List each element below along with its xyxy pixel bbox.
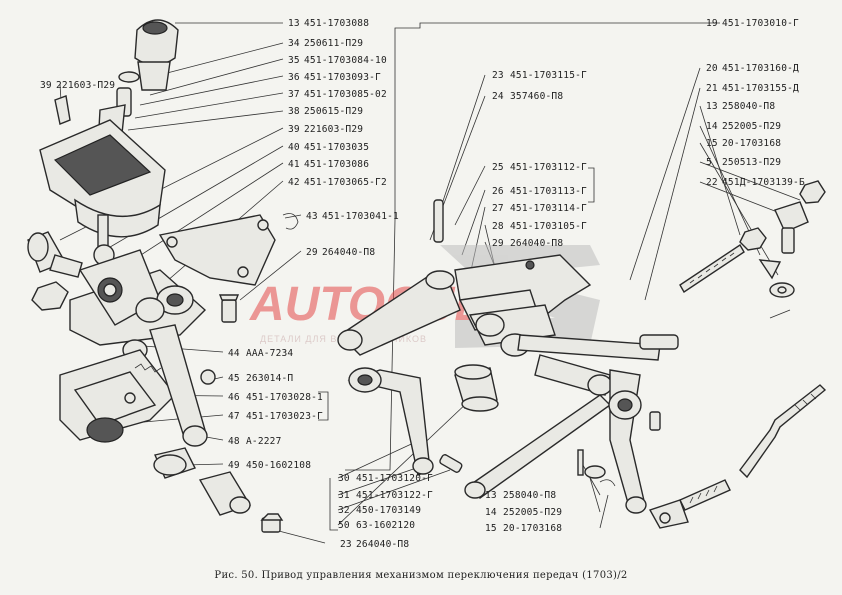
- label-code: 252005-П29: [503, 507, 562, 518]
- label-code: 451-1703041-1: [322, 211, 399, 222]
- label-num: 50: [338, 520, 350, 531]
- label-code: 252005-П29: [722, 121, 781, 132]
- label-num: 44: [228, 348, 240, 359]
- label-num: 15: [485, 523, 497, 534]
- label-num: 29: [306, 247, 318, 258]
- rod-assembly: [577, 180, 827, 529]
- label-code: 451-1703086: [304, 159, 369, 170]
- label-num: 38: [288, 106, 300, 117]
- label-code: 221603-П29: [304, 124, 363, 135]
- label-code: 221603-П29: [56, 80, 115, 91]
- label-num: 19: [706, 18, 718, 29]
- label-num: 32: [338, 505, 350, 516]
- label-code: 357460-П8: [510, 91, 563, 102]
- label-num: 39: [288, 124, 300, 135]
- label-num: 27: [492, 203, 504, 214]
- label-num: 13: [288, 18, 300, 29]
- label-code: 451-1703065-Г2: [304, 177, 387, 188]
- label-num: 14: [485, 507, 497, 518]
- label-code: 451-1703088: [304, 18, 369, 29]
- label-num: 36: [288, 72, 300, 83]
- label-code: 451-1703084-10: [304, 55, 387, 66]
- label-code: 451-1703028-1: [246, 392, 323, 403]
- label-code: 63-1602120: [356, 520, 415, 531]
- label-code: 450-1703149: [356, 505, 421, 516]
- label-code: 250611-П29: [304, 38, 363, 49]
- label-code: А-2227: [246, 436, 282, 447]
- label-code: 451-1703035: [304, 142, 369, 153]
- label-code: 250513-П29: [722, 157, 781, 168]
- label-code: 250615-П29: [304, 106, 363, 117]
- figure-caption: Рис. 50. Привод управления механизмом пе…: [214, 570, 627, 581]
- label-code: 264040-П8: [356, 539, 409, 550]
- label-num: 23: [492, 70, 504, 81]
- label-code: 451-1703112-Г: [510, 162, 587, 173]
- label-code: 451-1703093-Г: [304, 72, 381, 83]
- label-code: 258040-П8: [722, 101, 775, 112]
- label-code: 263014-П: [246, 373, 293, 384]
- label-num: 41: [288, 159, 300, 170]
- label-code: 451-1703155-Д: [722, 83, 799, 94]
- label-code: 264040-П8: [510, 238, 563, 249]
- label-code: 451-1703120-Г: [356, 473, 433, 484]
- label-num: 29: [492, 238, 504, 249]
- label-num: 43: [306, 211, 318, 222]
- label-code: 20-1703168: [722, 138, 781, 149]
- label-num: 26: [492, 186, 504, 197]
- label-code: 258040-П8: [503, 490, 556, 501]
- label-code: 20-1703168: [503, 523, 562, 534]
- label-code: 451-1703010-Г: [722, 18, 799, 29]
- label-num: 13: [485, 490, 497, 501]
- label-num: 28: [492, 221, 504, 232]
- shift-lever-assembly: [27, 19, 299, 533]
- label-num: 5: [706, 157, 712, 168]
- label-num: 21: [706, 83, 718, 94]
- label-num: 15: [706, 138, 718, 149]
- label-num: 13: [706, 101, 718, 112]
- label-code: 451-1703122-Г: [356, 490, 433, 501]
- label-num: 25: [492, 162, 504, 173]
- label-num: 31: [338, 490, 350, 501]
- label-code: ААА-7234: [246, 348, 293, 359]
- label-num: 24: [492, 91, 504, 102]
- label-code: 451-1703160-Д: [722, 63, 799, 74]
- label-code: 451-1703023-Г: [246, 411, 323, 422]
- label-num: 46: [228, 392, 240, 403]
- label-num: 45: [228, 373, 240, 384]
- label-num: 39: [40, 80, 52, 91]
- label-num: 49: [228, 460, 240, 471]
- label-num: 35: [288, 55, 300, 66]
- lever-assembly: [337, 199, 679, 514]
- label-code: 451-1703115-Г: [510, 70, 587, 81]
- label-code: 451Д-1703139-Б: [722, 177, 805, 188]
- label-num: 30: [338, 473, 350, 484]
- label-num: 40: [288, 142, 300, 153]
- label-num: 22: [706, 177, 718, 188]
- part-labels: 13 451-1703088 34 250611-П29 35 451-1703…: [40, 18, 805, 550]
- label-num: 20: [706, 63, 718, 74]
- label-code: 264040-П8: [322, 247, 375, 258]
- label-num: 42: [288, 177, 300, 188]
- label-num: 34: [288, 38, 300, 49]
- label-code: 451-1703085-02: [304, 89, 387, 100]
- label-num: 23: [340, 539, 352, 550]
- label-num: 48: [228, 436, 240, 447]
- label-num: 14: [706, 121, 718, 132]
- label-code: 451-1703113-Г: [510, 186, 587, 197]
- label-code: 451-1703114-Г: [510, 203, 587, 214]
- label-num: 47: [228, 411, 240, 422]
- label-code: 450-1602108: [246, 460, 311, 471]
- label-num: 37: [288, 89, 300, 100]
- label-code: 451-1703105-Г: [510, 221, 587, 232]
